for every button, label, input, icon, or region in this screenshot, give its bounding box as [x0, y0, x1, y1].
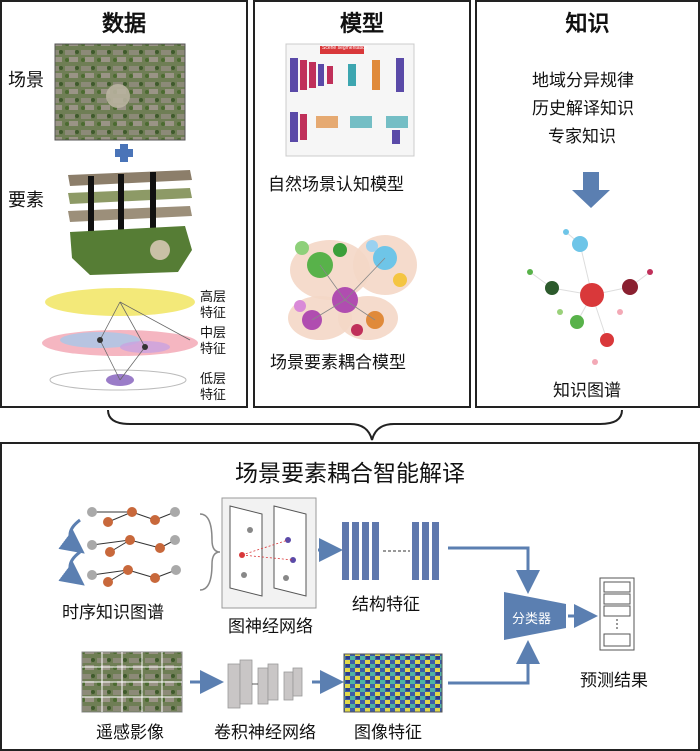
coupling-model-label: 场景要素耦合模型 — [270, 353, 406, 373]
scene-label: 场景 — [8, 70, 44, 91]
gnn-label: 图神经网络 — [228, 617, 313, 637]
temporal-kg-image — [58, 507, 181, 587]
multi-level-features-image — [42, 288, 198, 391]
curly-bracket — [199, 513, 221, 591]
classifier-label: 分类器 — [512, 612, 552, 627]
result-label: 预测结果 — [580, 671, 648, 691]
mid-feature-label: 中层 特征 — [200, 326, 227, 357]
knowledge-item: 专家知识 — [548, 127, 616, 147]
low-feature-label: 低层 特征 — [200, 372, 227, 403]
temporal-kg-label: 时序知识图谱 — [62, 603, 164, 623]
cnn-blocks-image — [227, 659, 303, 709]
coupling-model-image — [288, 235, 417, 340]
knowledge-item: 地域分异规律 — [532, 71, 634, 91]
gnn-image — [221, 497, 317, 609]
element-layers-image — [68, 170, 192, 275]
struct-feature-label: 结构特征 — [352, 595, 420, 615]
element-label: 要素 — [8, 190, 44, 211]
image-feature-label: 图像特征 — [354, 723, 422, 743]
brace — [107, 409, 623, 441]
classifier-shape — [504, 592, 566, 640]
prediction-result-image — [599, 577, 635, 651]
cnn-segmentation-title: Scene segmentation — [322, 45, 368, 51]
model-panel-title: 模型 — [339, 11, 384, 37]
knowledge-item: 历史解译知识 — [532, 99, 634, 119]
knowledge-graph-label: 知识图谱 — [553, 381, 621, 401]
image-feature-heatmap — [343, 653, 443, 713]
rs-images-grid — [81, 651, 183, 713]
data-panel-title: 数据 — [101, 11, 146, 37]
knowledge-panel-title: 知识 — [565, 11, 610, 37]
bottom-panel-title: 场景要素耦合智能解译 — [235, 461, 465, 487]
rs-image-label: 遥感影像 — [96, 723, 164, 743]
structural-feature-image — [342, 522, 439, 580]
knowledge-graph-image — [527, 229, 653, 365]
scene-model-label: 自然场景认知模型 — [268, 175, 404, 195]
high-feature-label: 高层 特征 — [200, 290, 227, 321]
down-arrow-icon — [572, 172, 610, 208]
cnn-label: 卷积神经网络 — [214, 723, 316, 743]
cnn-architecture-image — [285, 43, 415, 157]
